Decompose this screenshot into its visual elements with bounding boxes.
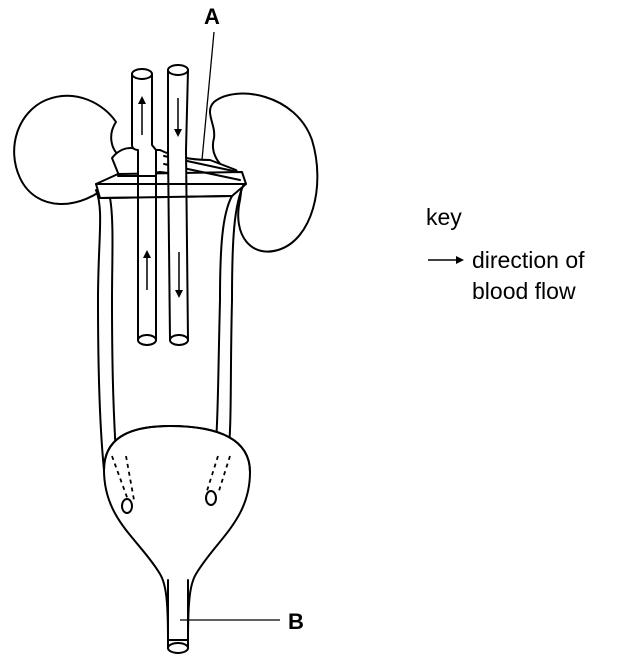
left-ureter xyxy=(96,190,104,470)
label-a-pointer xyxy=(202,32,214,160)
vena-cava xyxy=(132,74,156,340)
key-title: key xyxy=(426,202,462,232)
label-b: B xyxy=(288,609,304,634)
label-a: A xyxy=(204,4,220,29)
key-label-line1: direction of xyxy=(472,245,585,275)
key-label-line2: blood flow xyxy=(472,276,576,306)
